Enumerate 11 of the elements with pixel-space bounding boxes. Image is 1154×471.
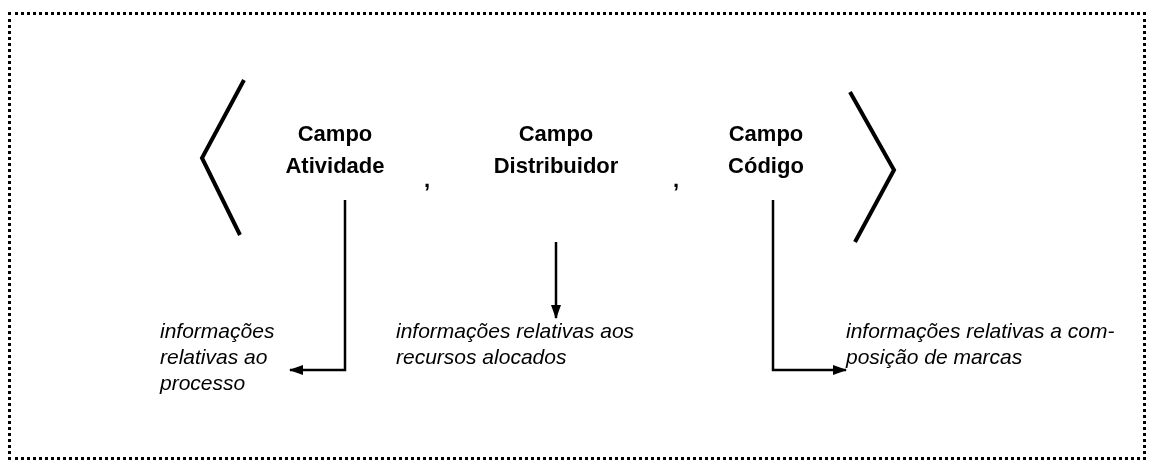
arrow [551, 242, 561, 319]
comma: , [424, 168, 431, 192]
description-text: informações relativas a com- posição de marcas [846, 318, 1142, 370]
description-text: informações relativas ao processo [160, 318, 290, 396]
field-name: Campo Distribuidor [462, 118, 650, 182]
field-name: Campo Atividade [262, 118, 408, 182]
arrow [771, 200, 847, 375]
arrow [289, 200, 347, 375]
field-name: Campo Código [708, 118, 824, 182]
comma: , [673, 168, 680, 192]
description-text: informações relativas aos recursos alocados [396, 318, 706, 370]
